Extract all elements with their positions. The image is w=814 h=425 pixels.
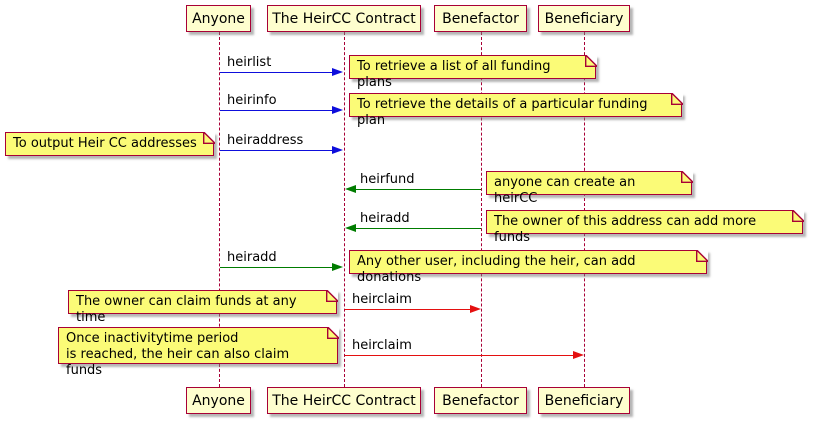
arrow-head-icon bbox=[332, 68, 343, 76]
message-label-heiradd-anyone: heiradd bbox=[227, 250, 277, 265]
note-heiraddress: To output Heir CC addresses bbox=[5, 131, 215, 156]
message-line-heiradd-anyone bbox=[220, 267, 333, 268]
note-text: To retrieve the details of a particular … bbox=[357, 97, 648, 128]
note-fold-icon bbox=[791, 209, 804, 222]
message-label-heirlist: heirlist bbox=[227, 55, 272, 70]
participant-label: The HeirCC Contract bbox=[272, 10, 416, 27]
note-heiradd-owner: The owner of this address can add more f… bbox=[486, 209, 804, 245]
participant-beneficiary-top: Beneficiary bbox=[538, 5, 630, 32]
message-line-heirlist bbox=[220, 72, 333, 73]
message-label-heirclaim-benefactor: heirclaim bbox=[352, 292, 412, 307]
note-heiradd-anyone: Any other user, including the heir, can … bbox=[349, 249, 708, 285]
participant-beneficiary-bottom: Beneficiary bbox=[538, 387, 630, 414]
lifeline-anyone bbox=[219, 32, 220, 387]
participant-anyone-top: Anyone bbox=[186, 5, 251, 32]
note-text: anyone can create an heirCC bbox=[494, 175, 636, 206]
lifeline-heircc-contract bbox=[344, 32, 345, 387]
message-line-heiradd-owner bbox=[355, 228, 481, 229]
note-text: To output Heir CC addresses bbox=[13, 136, 197, 151]
note-text: The owner of this address can add more f… bbox=[494, 214, 757, 245]
note-text: Once inactivitytime period is reached, t… bbox=[66, 331, 290, 378]
arrow-head-icon bbox=[332, 146, 343, 154]
message-line-heiraddress bbox=[220, 150, 333, 151]
note-fold-icon bbox=[680, 170, 693, 183]
message-label-heirfund: heirfund bbox=[360, 172, 415, 187]
note-text: To retrieve a list of all funding plans bbox=[357, 59, 551, 90]
message-label-heiradd-owner: heiradd bbox=[360, 211, 410, 226]
message-line-heirinfo bbox=[220, 110, 333, 111]
note-text: The owner can claim funds at any time bbox=[76, 294, 297, 325]
note-fold-icon bbox=[326, 326, 339, 339]
participant-heircc-contract-top: The HeirCC Contract bbox=[267, 5, 421, 32]
note-fold-icon bbox=[695, 249, 708, 262]
arrow-head-icon bbox=[470, 305, 481, 313]
participant-label: The HeirCC Contract bbox=[272, 392, 416, 409]
note-heirfund: anyone can create an heirCC bbox=[486, 170, 693, 206]
participant-label: Beneficiary bbox=[544, 10, 624, 27]
participant-label: Anyone bbox=[192, 10, 245, 27]
note-text: Any other user, including the heir, can … bbox=[357, 254, 636, 285]
message-label-heirinfo: heirinfo bbox=[227, 93, 277, 108]
note-fold-icon bbox=[202, 131, 215, 144]
arrow-head-icon bbox=[332, 106, 343, 114]
note-heirclaim-owner: The owner can claim funds at any time bbox=[68, 289, 338, 325]
participant-anyone-bottom: Anyone bbox=[186, 387, 251, 414]
lifeline-benefactor bbox=[481, 32, 482, 387]
note-heirlist: To retrieve a list of all funding plans bbox=[349, 54, 597, 90]
message-label-heirclaim-beneficiary: heirclaim bbox=[352, 338, 412, 353]
note-fold-icon bbox=[670, 92, 683, 105]
participant-heircc-contract-bottom: The HeirCC Contract bbox=[267, 387, 421, 414]
participant-label: Beneficiary bbox=[544, 392, 624, 409]
participant-label: Benefactor bbox=[442, 10, 519, 27]
note-fold-icon bbox=[325, 289, 338, 302]
participant-label: Benefactor bbox=[442, 392, 519, 409]
note-fold-icon bbox=[584, 54, 597, 67]
arrow-head-icon bbox=[345, 224, 356, 232]
arrow-head-icon bbox=[345, 185, 356, 193]
message-line-heirfund bbox=[355, 189, 481, 190]
participant-benefactor-bottom: Benefactor bbox=[434, 387, 527, 414]
note-heirinfo: To retrieve the details of a particular … bbox=[349, 92, 683, 128]
arrow-head-icon bbox=[332, 263, 343, 271]
message-label-heiraddress: heiraddress bbox=[227, 133, 304, 148]
arrow-head-icon bbox=[573, 351, 584, 359]
lifeline-beneficiary bbox=[584, 32, 585, 387]
participant-benefactor-top: Benefactor bbox=[434, 5, 527, 32]
note-heirclaim-heir: Once inactivitytime period is reached, t… bbox=[58, 326, 339, 378]
participant-label: Anyone bbox=[192, 392, 245, 409]
message-line-heirclaim-beneficiary bbox=[345, 355, 574, 356]
message-line-heirclaim-benefactor bbox=[345, 309, 471, 310]
